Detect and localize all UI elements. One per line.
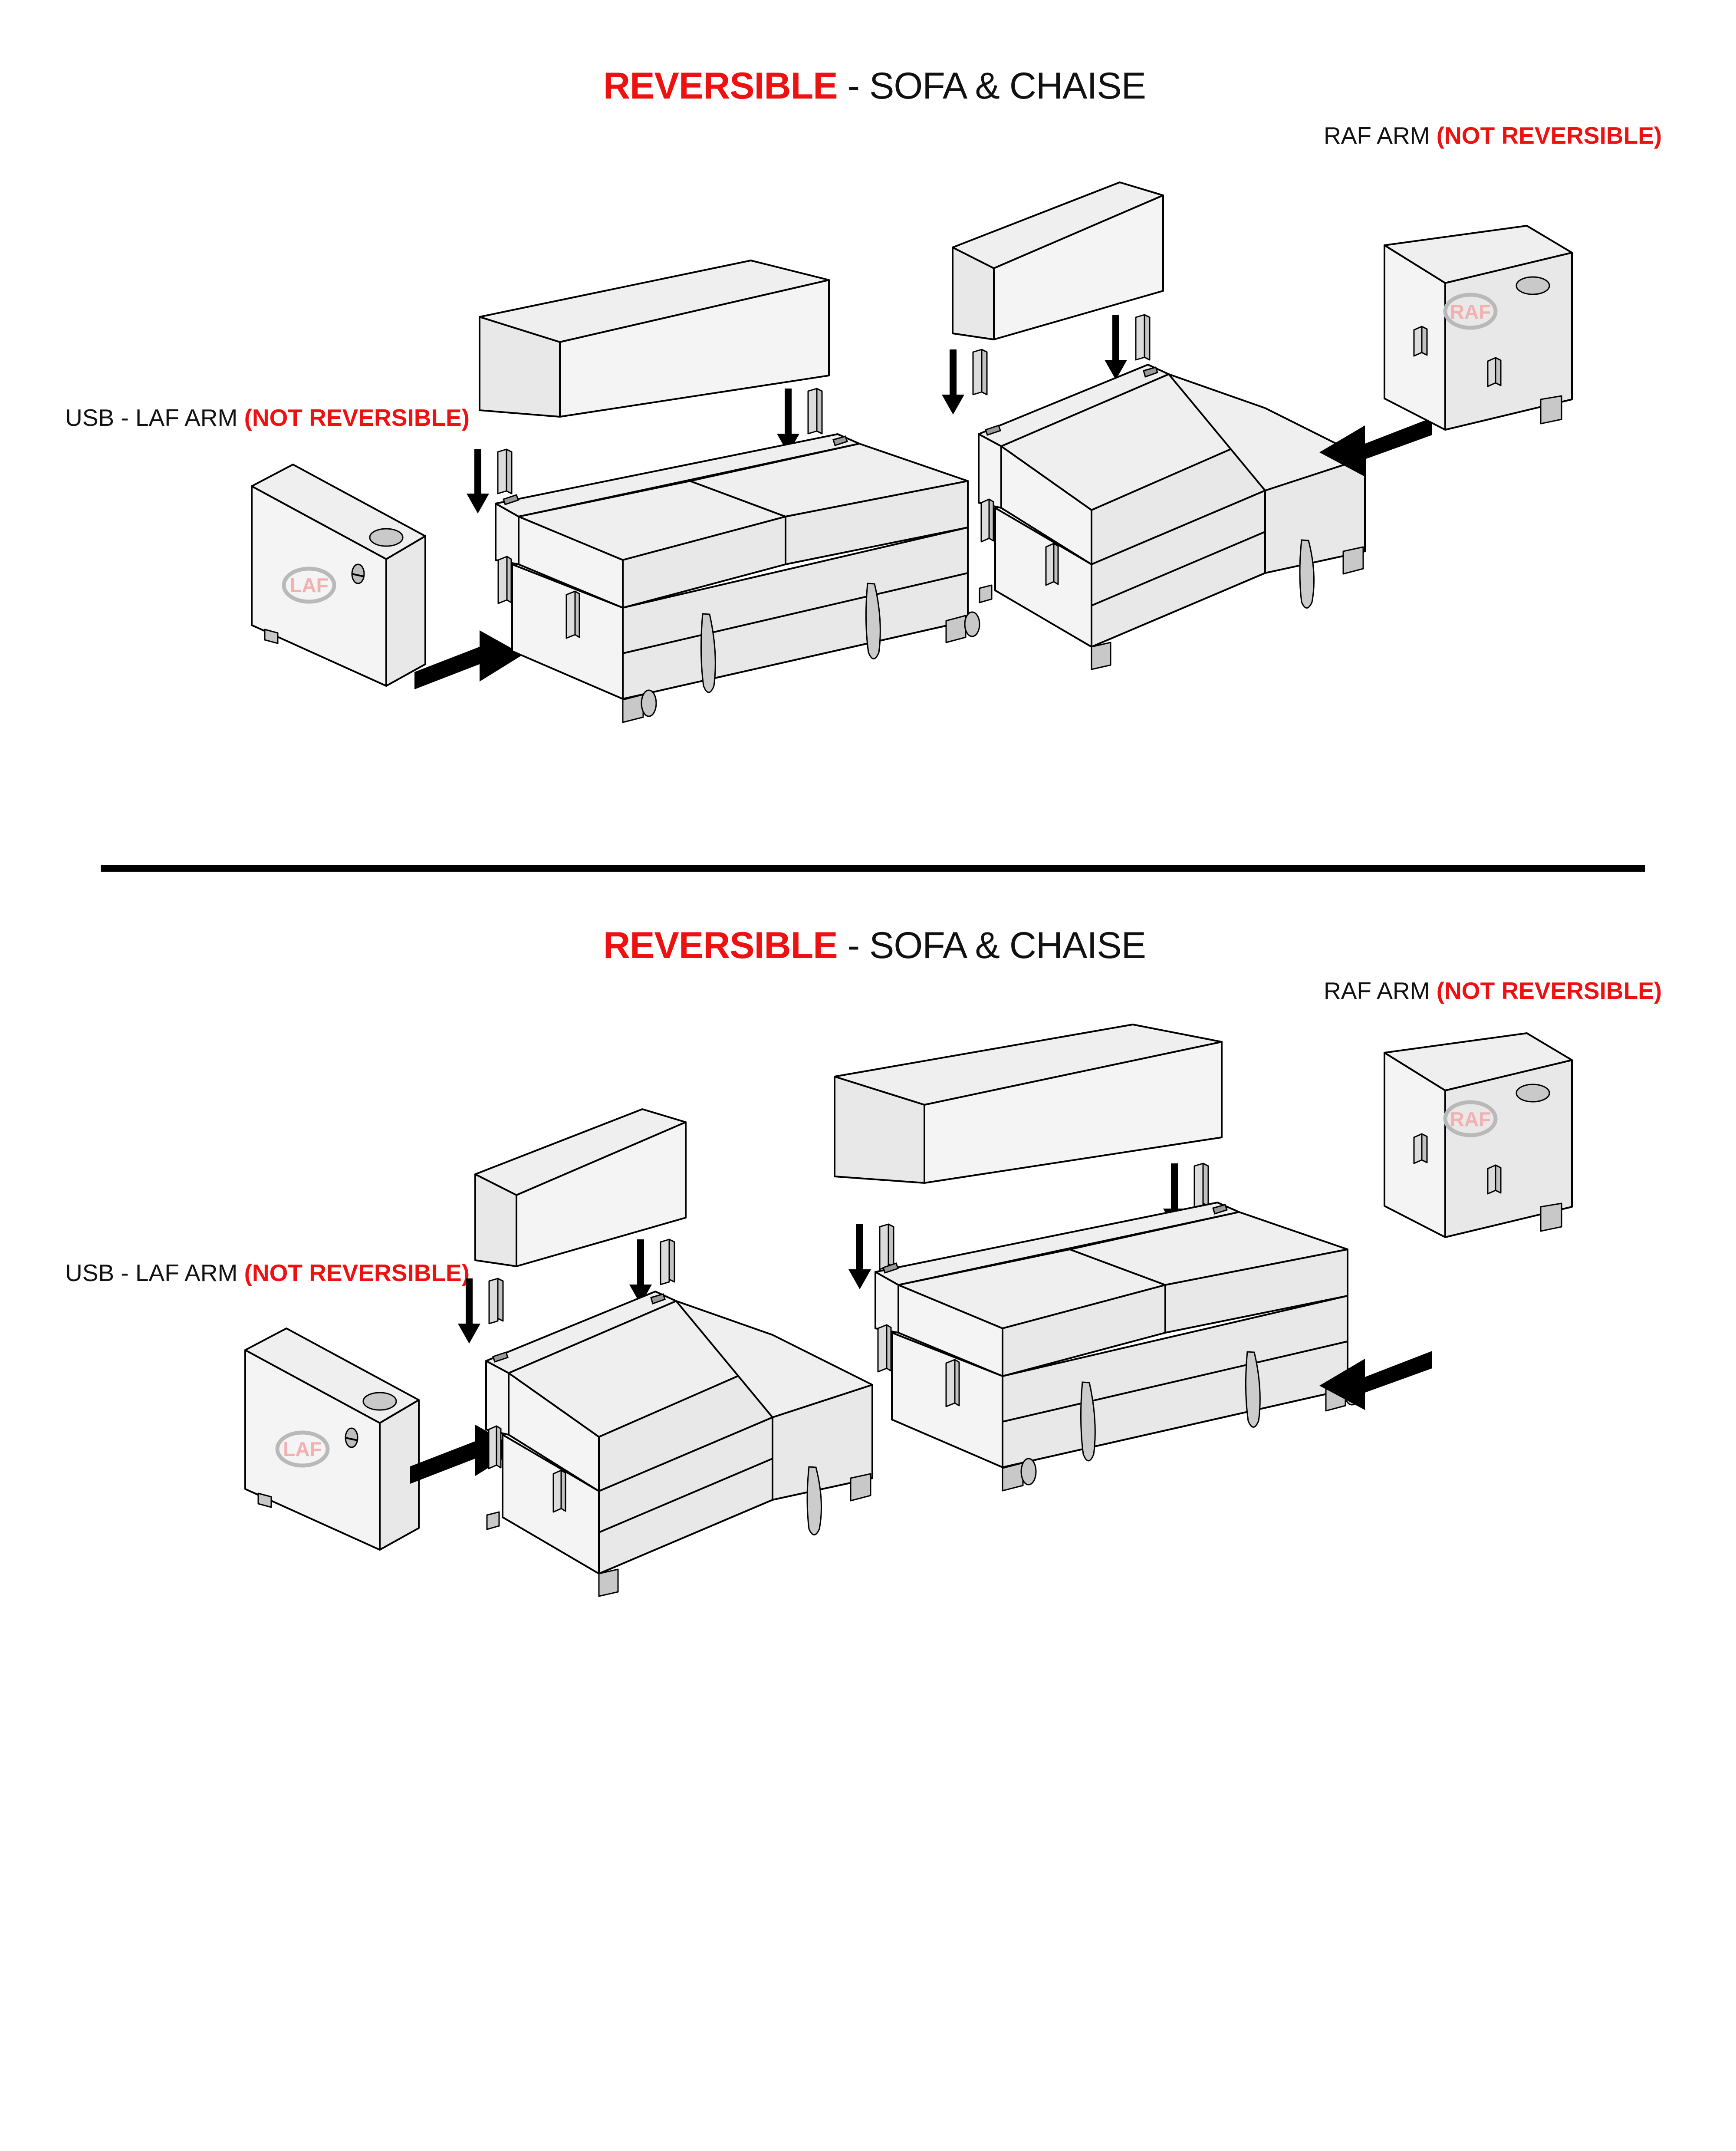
title-highlight-2: REVERSIBLE <box>603 925 838 966</box>
raf-insert-arrow-2 <box>1319 1351 1432 1410</box>
laf-arm-part[interactable]: LAF <box>243 460 447 764</box>
backrest-part-chaise-2[interactable] <box>469 1977 712 2151</box>
laf-badge-text: LAF <box>289 574 328 596</box>
laf-insert-arrow <box>414 630 523 689</box>
laf-arm-part-2[interactable]: LAF <box>237 1324 441 1628</box>
title-highlight: REVERSIBLE <box>603 65 838 107</box>
raf-arm-label-2: RAF ARM (NOT REVERSIBLE) <box>1324 979 1662 1003</box>
raf-arm-label-red: (NOT REVERSIBLE) <box>1436 122 1662 149</box>
laf-arm-label-black-2: USB - LAF ARM <box>65 1259 244 1286</box>
chaise-drop-arrow-right <box>1105 314 1151 380</box>
section-bottom: REVERSIBLE - SOFA & CHAISE RAF ARM (NOT … <box>0 868 1736 1736</box>
raf-arm-label-black: RAF ARM <box>1324 122 1437 149</box>
chaise-drop-arrow-right-2 <box>629 1239 675 1304</box>
raf-badge-text-2: RAF <box>1450 1108 1491 1130</box>
chaise-module-2[interactable] <box>469 1291 916 1621</box>
two-seat-sofa-module[interactable] <box>473 433 1003 738</box>
laf-arm-label-black: USB - LAF ARM <box>65 404 244 431</box>
laf-arm-label-red: (NOT REVERSIBLE) <box>244 404 470 431</box>
section-title: REVERSIBLE - SOFA & CHAISE <box>603 67 1146 105</box>
title-rest: - SOFA & CHAISE <box>837 65 1146 107</box>
section-title-2: REVERSIBLE - SOFA & CHAISE <box>603 927 1146 964</box>
raf-arm-label-black-2: RAF ARM <box>1324 977 1437 1004</box>
section-top: REVERSIBLE - SOFA & CHAISE RAF ARM (NOT … <box>0 0 1736 868</box>
backrest-part-chaise-2b[interactable] <box>469 1108 712 1283</box>
title-rest-2: - SOFA & CHAISE <box>837 925 1146 966</box>
chaise-drop-arrow-left-2 <box>458 1278 504 1344</box>
raf-arm-label-red-2: (NOT REVERSIBLE) <box>1436 977 1662 1004</box>
backrest-part-chaise[interactable] <box>946 181 1189 356</box>
two-seat-sofa-module-2[interactable] <box>853 1202 1382 1506</box>
section-divider <box>101 865 1645 872</box>
backrest-part-2[interactable] <box>827 1024 1261 1242</box>
backrest-drop-arrow-left <box>467 448 513 514</box>
laf-badge-text-2: LAF <box>283 1438 322 1460</box>
backrest-part[interactable] <box>473 260 864 443</box>
laf-arm-label-red-2: (NOT REVERSIBLE) <box>244 1259 470 1286</box>
raf-insert-arrow <box>1319 418 1432 477</box>
raf-arm-part[interactable]: RAF <box>1376 225 1580 547</box>
chaise-drop-arrow-left <box>942 349 988 415</box>
chaise-module[interactable] <box>961 364 1408 695</box>
raf-badge-text: RAF <box>1450 300 1491 323</box>
laf-arm-label: USB - LAF ARM (NOT REVERSIBLE) <box>65 406 470 430</box>
raf-arm-label: RAF ARM (NOT REVERSIBLE) <box>1324 124 1662 148</box>
laf-arm-label-2: USB - LAF ARM (NOT REVERSIBLE) <box>65 1261 470 1285</box>
raf-arm-part-2[interactable]: RAF <box>1376 1032 1580 1354</box>
